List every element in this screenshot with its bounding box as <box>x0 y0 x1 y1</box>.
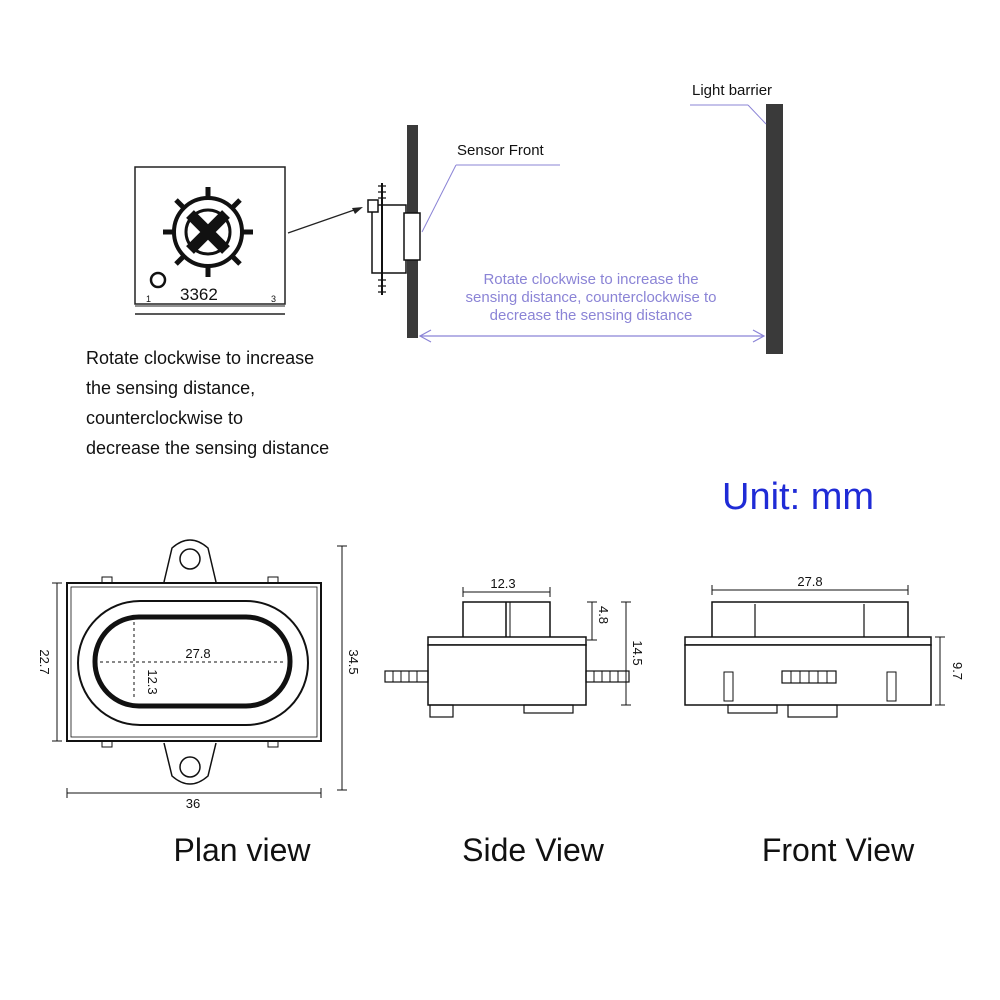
sensor-front-callout: Sensor Front <box>421 142 560 233</box>
sensor-front-label: Sensor Front <box>457 142 545 159</box>
pot-pin-right: 3 <box>271 294 276 304</box>
side-dim-top-width: 12.3 <box>490 576 515 591</box>
plan-dim-body-height: 22.7 <box>37 649 52 674</box>
rotate-instructions-line-4: decrease the sensing distance <box>86 438 330 458</box>
rotate-instructions-line-2: the sensing distance, <box>86 378 256 398</box>
sensing-note-line-2: sensing distance, counterclockwise to <box>466 289 717 306</box>
sensing-distance-dimension: Rotate clockwise to increase the sensing… <box>418 271 766 343</box>
light-barrier-label: Light barrier <box>692 82 772 99</box>
plan-dim-inner-height: 12.3 <box>145 669 160 694</box>
side-view <box>384 587 631 718</box>
side-view-title: Side View <box>462 832 605 868</box>
front-view <box>684 585 945 718</box>
front-dim-width: 27.8 <box>797 574 822 589</box>
plan-view <box>52 539 347 798</box>
rotate-instructions: Rotate clockwise to increase the sensing… <box>86 343 406 463</box>
potentiometer-closeup: 3362 1 3 <box>134 166 286 315</box>
sensing-note-line-1: Rotate clockwise to increase the <box>483 271 698 288</box>
plan-dim-total-height: 34.5 <box>346 649 361 674</box>
rotate-instructions-line-3: counterclockwise to <box>86 408 244 428</box>
pin-dot-icon <box>149 271 167 289</box>
unit-label: Unit: mm <box>722 476 874 518</box>
light-barrier: Light barrier <box>690 82 783 354</box>
pointer-arrow <box>287 207 363 234</box>
front-dim-height: 9.7 <box>950 662 965 680</box>
pot-model: 3362 <box>180 285 218 304</box>
front-view-title: Front View <box>762 832 915 868</box>
side-dim-total-height: 14.5 <box>630 640 645 665</box>
plan-dim-total-width: 36 <box>186 796 200 811</box>
pot-pin-left: 1 <box>146 294 151 304</box>
sensing-note-line-3: decrease the sensing distance <box>490 307 693 324</box>
rotate-instructions-line-1: Rotate clockwise to increase <box>86 348 315 368</box>
adjustment-gear-icon <box>163 187 253 277</box>
sensor-side-silhouette <box>367 183 421 295</box>
plan-dim-inner-width: 27.8 <box>185 646 210 661</box>
plan-view-title: Plan view <box>174 832 312 868</box>
side-dim-top-height: 4.8 <box>596 606 611 624</box>
